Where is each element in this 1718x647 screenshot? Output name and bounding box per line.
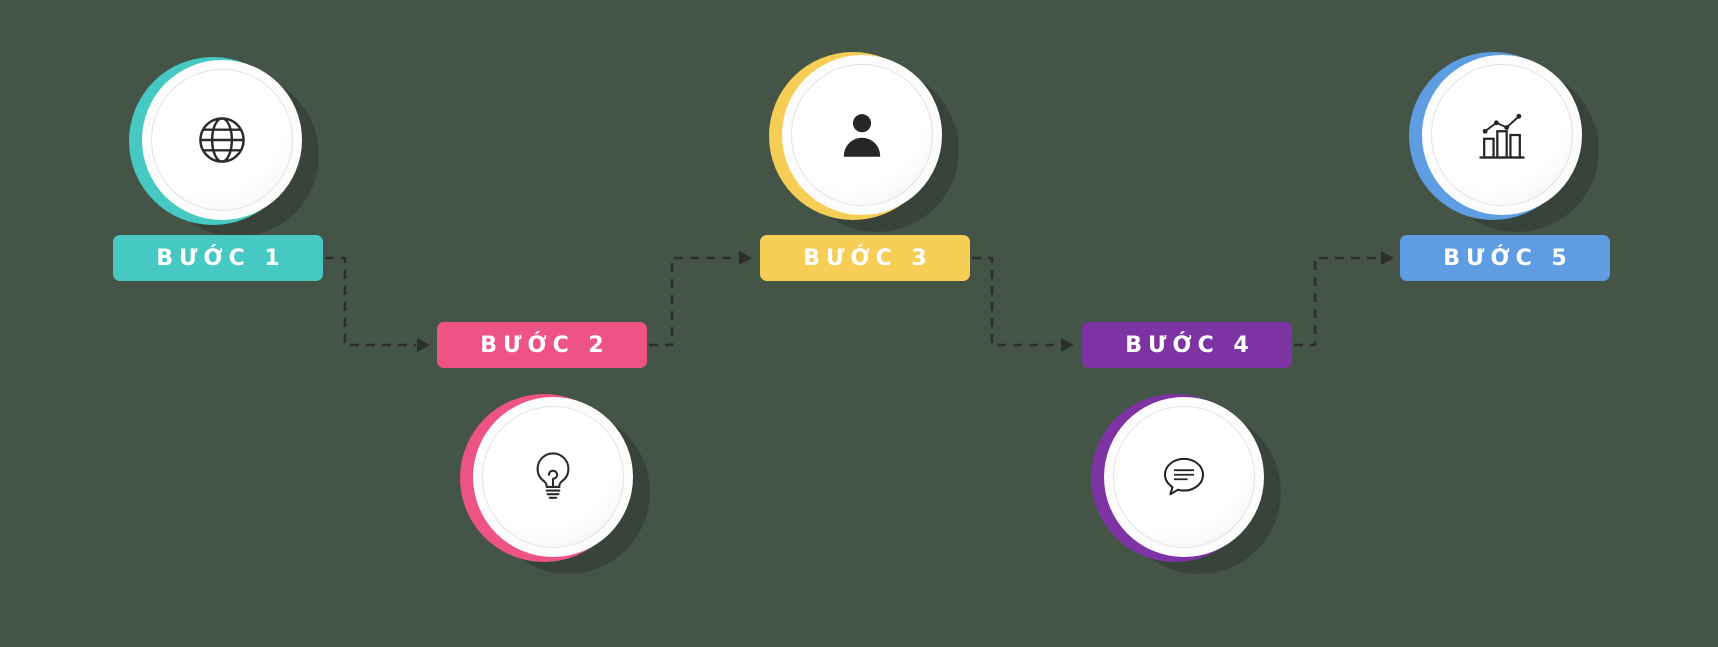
step-label: BƯỚC 4 xyxy=(1125,332,1255,358)
step-badge-2: BƯỚC 2 xyxy=(437,322,647,368)
step-label: BƯỚC 5 xyxy=(1443,245,1573,271)
connector-arrow-2-3 xyxy=(649,256,738,347)
person-icon xyxy=(843,114,881,157)
connector-arrow-4-5 xyxy=(1294,256,1380,347)
circle-inner xyxy=(1113,406,1255,548)
step-circle-4 xyxy=(1091,394,1281,574)
step-label: BƯỚC 2 xyxy=(480,332,610,358)
step-label: BƯỚC 1 xyxy=(156,245,286,271)
speech-bubble-icon xyxy=(1163,457,1205,496)
connector-arrow-3-4 xyxy=(972,256,1060,347)
circle-inner xyxy=(1431,64,1573,206)
globe-icon xyxy=(199,117,245,163)
arrowhead-icon xyxy=(1061,338,1074,352)
step-badge-1: BƯỚC 1 xyxy=(113,235,323,281)
step-circle-1 xyxy=(129,57,319,237)
step-label: BƯỚC 3 xyxy=(803,245,933,271)
step-badge-4: BƯỚC 4 xyxy=(1082,322,1292,368)
step-circle-5 xyxy=(1409,52,1599,232)
step-circle-2 xyxy=(460,394,650,574)
step-circle-3 xyxy=(769,52,959,232)
step-badge-3: BƯỚC 3 xyxy=(760,235,970,281)
circle-inner xyxy=(151,69,293,211)
arrowhead-icon xyxy=(739,251,752,265)
step-badge-5: BƯỚC 5 xyxy=(1400,235,1610,281)
lightbulb-icon xyxy=(536,452,570,499)
arrowhead-icon xyxy=(417,338,430,352)
circle-inner xyxy=(482,406,624,548)
arrowhead-icon xyxy=(1381,251,1394,265)
circle-inner xyxy=(791,64,933,206)
connector-arrow-1-2 xyxy=(325,256,416,347)
bar-chart-icon xyxy=(1479,113,1525,159)
